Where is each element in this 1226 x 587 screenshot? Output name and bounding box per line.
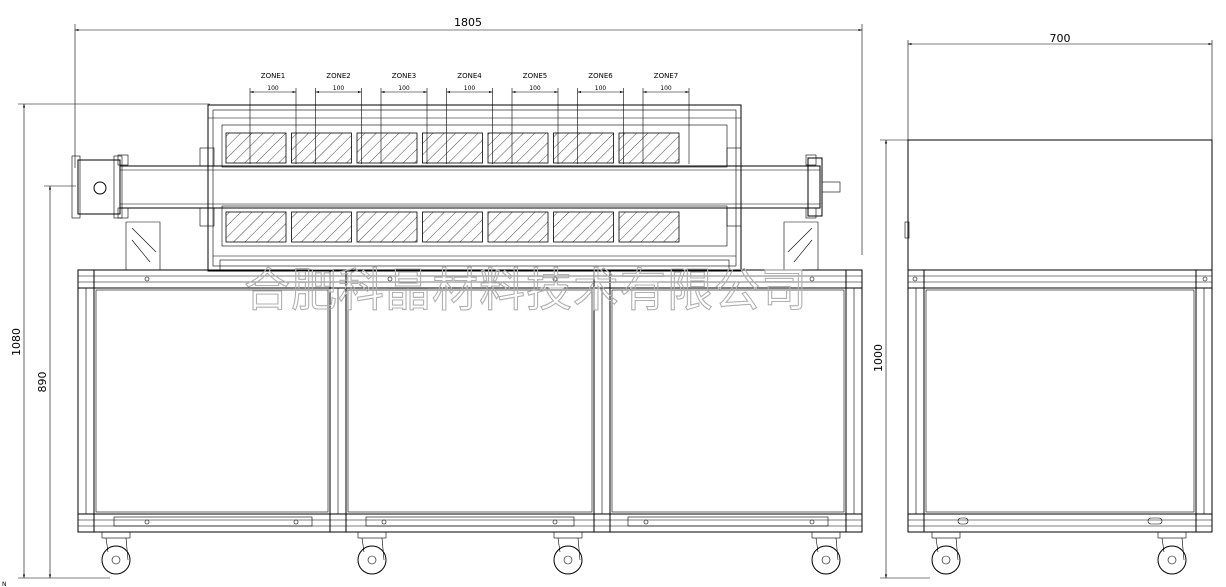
heating-element-upper: [356, 132, 418, 164]
furnace-side-body: [904, 139, 1213, 271]
total-height-label: 1080: [10, 328, 23, 356]
zone-label: ZONE3: [392, 72, 416, 80]
dimension-side-depth: 700: [907, 32, 1213, 140]
heating-element-upper: [225, 132, 287, 164]
caster-wheel: [101, 531, 131, 575]
dimension-total-height: 1080: [10, 103, 210, 579]
heating-element-upper: [618, 132, 680, 164]
caster-wheel: [811, 531, 841, 575]
zone-length-label: 100: [398, 85, 410, 92]
heating-element-lower: [618, 211, 680, 243]
process-tube: [71, 154, 841, 219]
zone-label: ZONE6: [588, 72, 613, 80]
zone-label: ZONE4: [457, 72, 482, 80]
zone-length-label: 100: [529, 85, 541, 92]
casters-front: [101, 531, 841, 575]
zone-label: ZONE5: [523, 72, 547, 80]
zone-label: ZONE2: [326, 72, 350, 80]
heating-element-lower: [553, 211, 614, 243]
heating-zones: ZONE1 100 ZONE2 100 ZONE3 100 ZONE4 100 ZONE5 100…: [249, 72, 690, 164]
heating-element-lower: [422, 211, 483, 243]
dimension-overall-length: 1805: [74, 16, 863, 255]
heating-element-lower: [356, 211, 418, 243]
furnace-housing: [199, 104, 742, 272]
corner-mark: N: [2, 581, 7, 587]
heating-element-upper: [553, 132, 614, 164]
zone-7: ZONE7 100: [642, 72, 690, 164]
cart-frame-side: [907, 269, 1213, 533]
zone-length-label: 100: [660, 85, 672, 92]
side-height-label: 1000: [872, 344, 885, 372]
heating-element-upper: [422, 132, 483, 164]
side-view: 700 1000: [872, 32, 1213, 579]
heating-element-upper: [291, 132, 352, 164]
heating-element-lower: [487, 211, 549, 243]
zone-length-label: 100: [595, 85, 607, 92]
dimension-tube-axis-height: 890: [36, 185, 76, 578]
zone-length-label: 100: [464, 85, 476, 92]
heating-element-upper: [487, 132, 549, 164]
zone-length-label: 100: [333, 85, 345, 92]
overall-length-label: 1805: [454, 16, 482, 29]
company-watermark: 合肥科晶材料技术有限公司: [244, 263, 808, 317]
tube-axis-height-label: 890: [36, 372, 49, 393]
zone-length-label: 100: [267, 85, 279, 92]
caster-wheel: [1157, 531, 1187, 575]
caster-wheel: [553, 531, 583, 575]
heating-element-lower: [225, 211, 287, 243]
caster-wheel: [931, 531, 961, 575]
casters-side: [931, 531, 1187, 575]
caster-wheel: [357, 531, 387, 575]
cart-frame-front: [77, 269, 863, 533]
heating-elements: [225, 132, 680, 243]
front-view: 1805 1080 890 ZONE1100ZONE2100ZONE3100ZO…: [10, 16, 863, 579]
zone-label: ZONE7: [654, 72, 678, 80]
dimension-side-height: 1000: [872, 139, 930, 579]
side-depth-label: 700: [1050, 32, 1071, 45]
zone-label: ZONE1: [261, 72, 285, 80]
heating-element-lower: [291, 211, 352, 243]
